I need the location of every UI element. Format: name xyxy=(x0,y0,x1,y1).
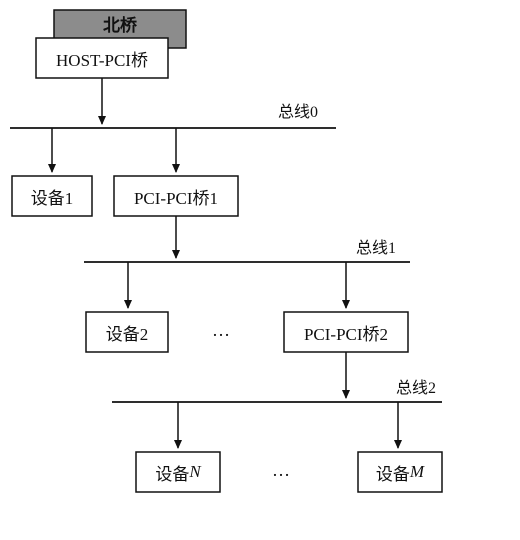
pci-pci-bridge-1-box xyxy=(113,175,239,217)
bus-1-label: 总线1 xyxy=(356,240,397,257)
pci-pci-bridge-1-label: PCI-PCI桥1 xyxy=(133,188,219,208)
host-pci-bridge-box xyxy=(35,37,169,79)
device-2-box xyxy=(85,311,169,353)
device-n-box xyxy=(135,451,221,493)
ellipsis-bus2: … xyxy=(272,460,291,480)
device-m-box xyxy=(357,451,443,493)
bus-0-label: 总线0 xyxy=(278,104,319,121)
host-pci-bridge-label: HOST-PCI桥 xyxy=(56,50,148,70)
device-m-variable: M xyxy=(409,462,425,481)
bus-2-label: 总线2 xyxy=(396,380,437,397)
device-2-label: 设备2 xyxy=(105,324,149,344)
device-m-prefix: 设备 xyxy=(375,464,410,484)
north-bridge-label: 北桥 xyxy=(103,15,137,35)
device-n-variable: N xyxy=(189,462,201,481)
device-1-box xyxy=(11,175,93,217)
pci-pci-bridge-2-label: PCI-PCI桥2 xyxy=(303,324,389,344)
pci-pci-bridge-2-box xyxy=(283,311,409,353)
device-1-label: 设备1 xyxy=(30,188,74,208)
ellipsis-bus1: … xyxy=(212,320,231,340)
device-n-prefix: 设备 xyxy=(155,464,190,484)
